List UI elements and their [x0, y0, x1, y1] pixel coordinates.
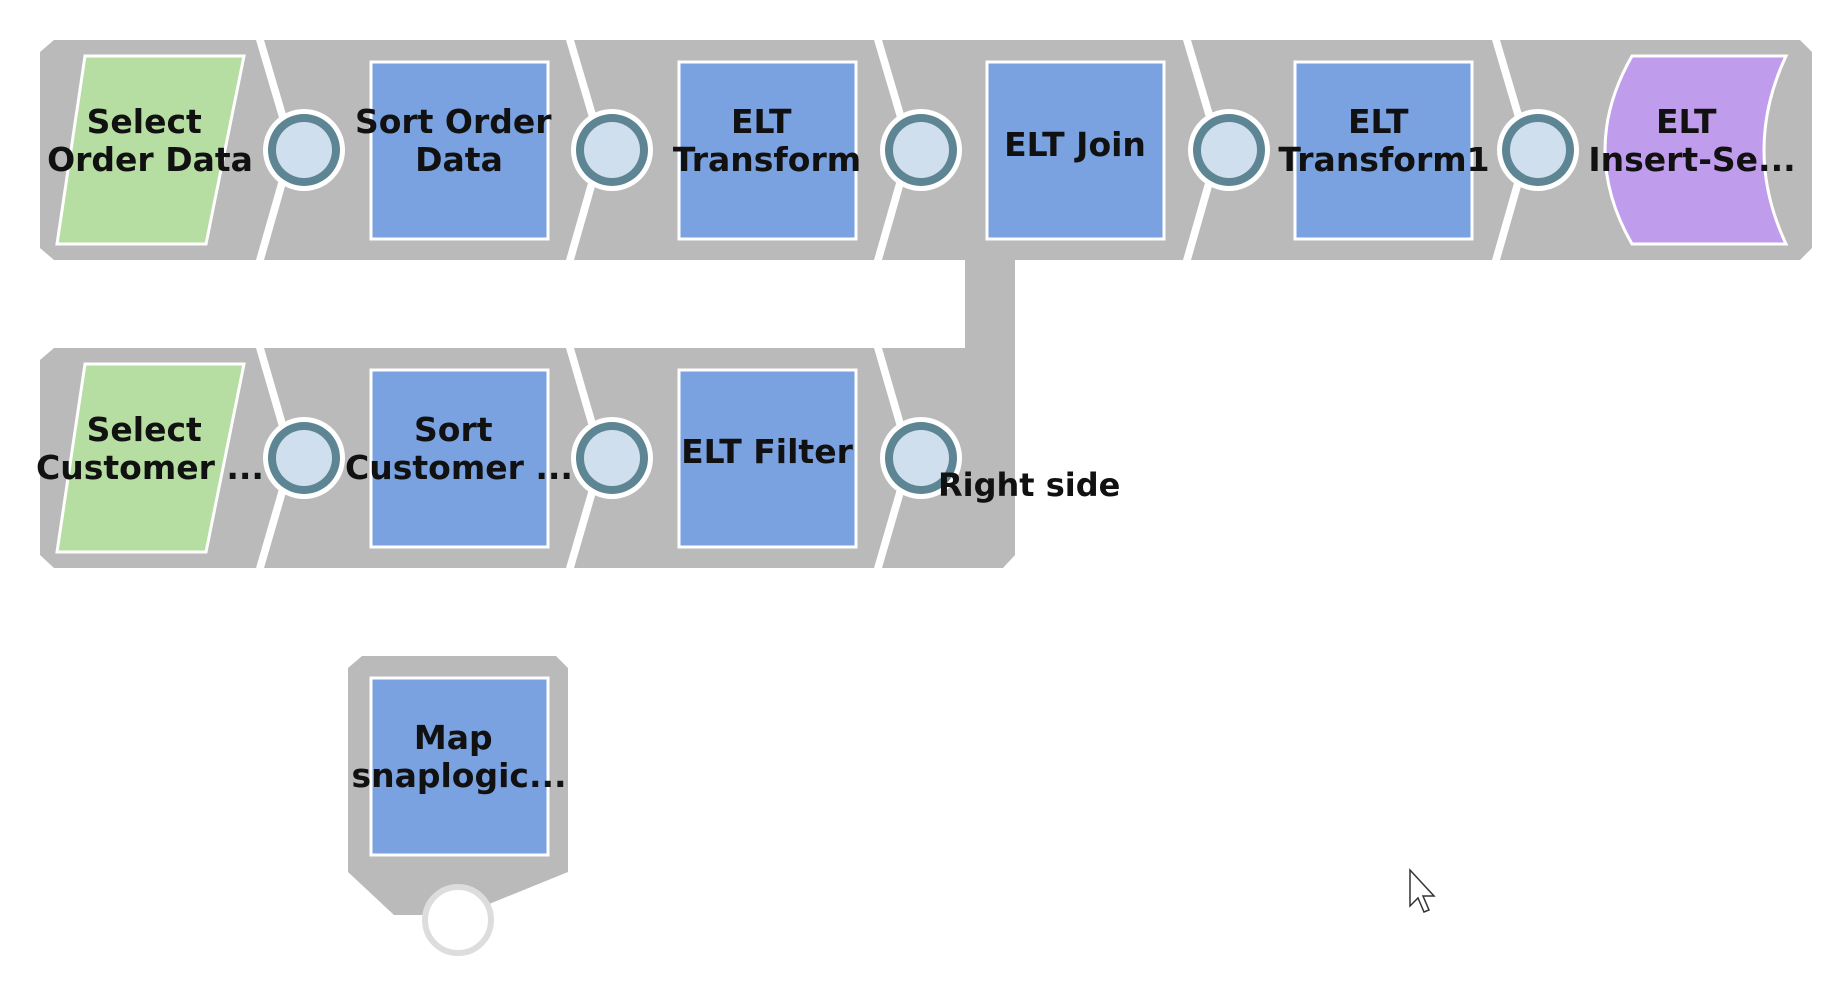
snap-elt-transform1[interactable]: ELT Transform1 [1278, 60, 1490, 241]
snap-label: Sort Order [355, 102, 552, 141]
port-circle-icon[interactable] [571, 417, 653, 499]
snap-label: Transform [673, 140, 861, 179]
transform-snap-shape[interactable] [369, 368, 550, 549]
snap-sort-order-data[interactable]: Sort Order Data [355, 60, 563, 241]
snap-label: ELT Filter [681, 432, 853, 471]
snap-elt-filter[interactable]: ELT Filter [677, 368, 858, 549]
snap-sort-customer[interactable]: Sort Customer ... [345, 368, 573, 549]
source-snap-shape[interactable] [55, 362, 246, 554]
snap-label: Select [87, 410, 202, 449]
snap-label: ELT [1656, 102, 1717, 141]
snap-select-customer[interactable]: Select Customer ... [36, 362, 264, 554]
snap-elt-join[interactable]: ELT Join [985, 60, 1166, 241]
port-circle-icon[interactable] [263, 109, 345, 191]
svg-text:Sort Order Data: Sort Order Data [355, 102, 563, 179]
unlinked-port-icon[interactable] [422, 884, 494, 956]
svg-text:ELT Transform1: ELT Transform1 [1278, 102, 1489, 179]
snap-label: Transform1 [1278, 140, 1489, 179]
svg-text:ELT Filter: ELT Filter [681, 432, 853, 471]
snap-label: Order Data [47, 140, 253, 179]
port-circle-icon[interactable] [571, 109, 653, 191]
snap-elt-transform[interactable]: ELT Transform [673, 60, 861, 241]
snap-label: ELT [1348, 102, 1409, 141]
transform-snap-shape[interactable] [677, 60, 858, 241]
transform-snap-shape[interactable] [1293, 60, 1474, 241]
snap-label: ELT Join [1004, 125, 1146, 164]
snap-label: Data [415, 140, 503, 179]
port-circle-icon[interactable] [1188, 109, 1270, 191]
transform-snap-shape[interactable] [985, 60, 1166, 241]
snap-label: Select [87, 102, 202, 141]
svg-text:Sort Customer ...: Sort Customer ... [345, 410, 573, 487]
snap-label: Customer ... [36, 448, 264, 487]
snap-label: snaplogic... [351, 756, 566, 795]
snap-label: Insert-Se... [1588, 140, 1795, 179]
mouse-pointer-icon [1409, 868, 1436, 913]
snap-label: Customer ... [345, 448, 573, 487]
snap-map-snaplogic[interactable]: Map snaplogic... [351, 676, 567, 857]
svg-text:Select Order Data: Select Order Data [47, 102, 253, 179]
snap-elt-insert-select[interactable]: ELT Insert-Se... [1588, 54, 1796, 246]
transform-snap-shape[interactable] [369, 60, 550, 241]
svg-text:ELT Transform: ELT Transform [673, 102, 861, 179]
port-circle-icon[interactable] [880, 417, 962, 499]
port-circle-icon[interactable] [880, 109, 962, 191]
port-circle-icon[interactable] [1497, 109, 1579, 191]
transform-snap-shape[interactable] [369, 676, 550, 857]
target-snap-shape[interactable] [1603, 54, 1789, 246]
source-snap-shape[interactable] [55, 54, 246, 246]
snap-select-order-data[interactable]: Select Order Data [47, 54, 253, 246]
transform-snap-shape[interactable] [677, 368, 858, 549]
snap-label: Map [414, 718, 493, 757]
svg-text:Select Customer ...: Select Customer ... [36, 410, 264, 487]
svg-text:Map snaplogic...: Map snaplogic... [351, 718, 566, 795]
snap-label: ELT [731, 102, 792, 141]
join-input-label: Right side [938, 466, 1120, 504]
port-circle-icon[interactable] [263, 417, 345, 499]
svg-text:ELT Insert-Se...: ELT Insert-Se... [1588, 102, 1795, 179]
svg-text:ELT Join: ELT Join [1004, 125, 1146, 164]
snap-label: Sort [414, 410, 493, 449]
